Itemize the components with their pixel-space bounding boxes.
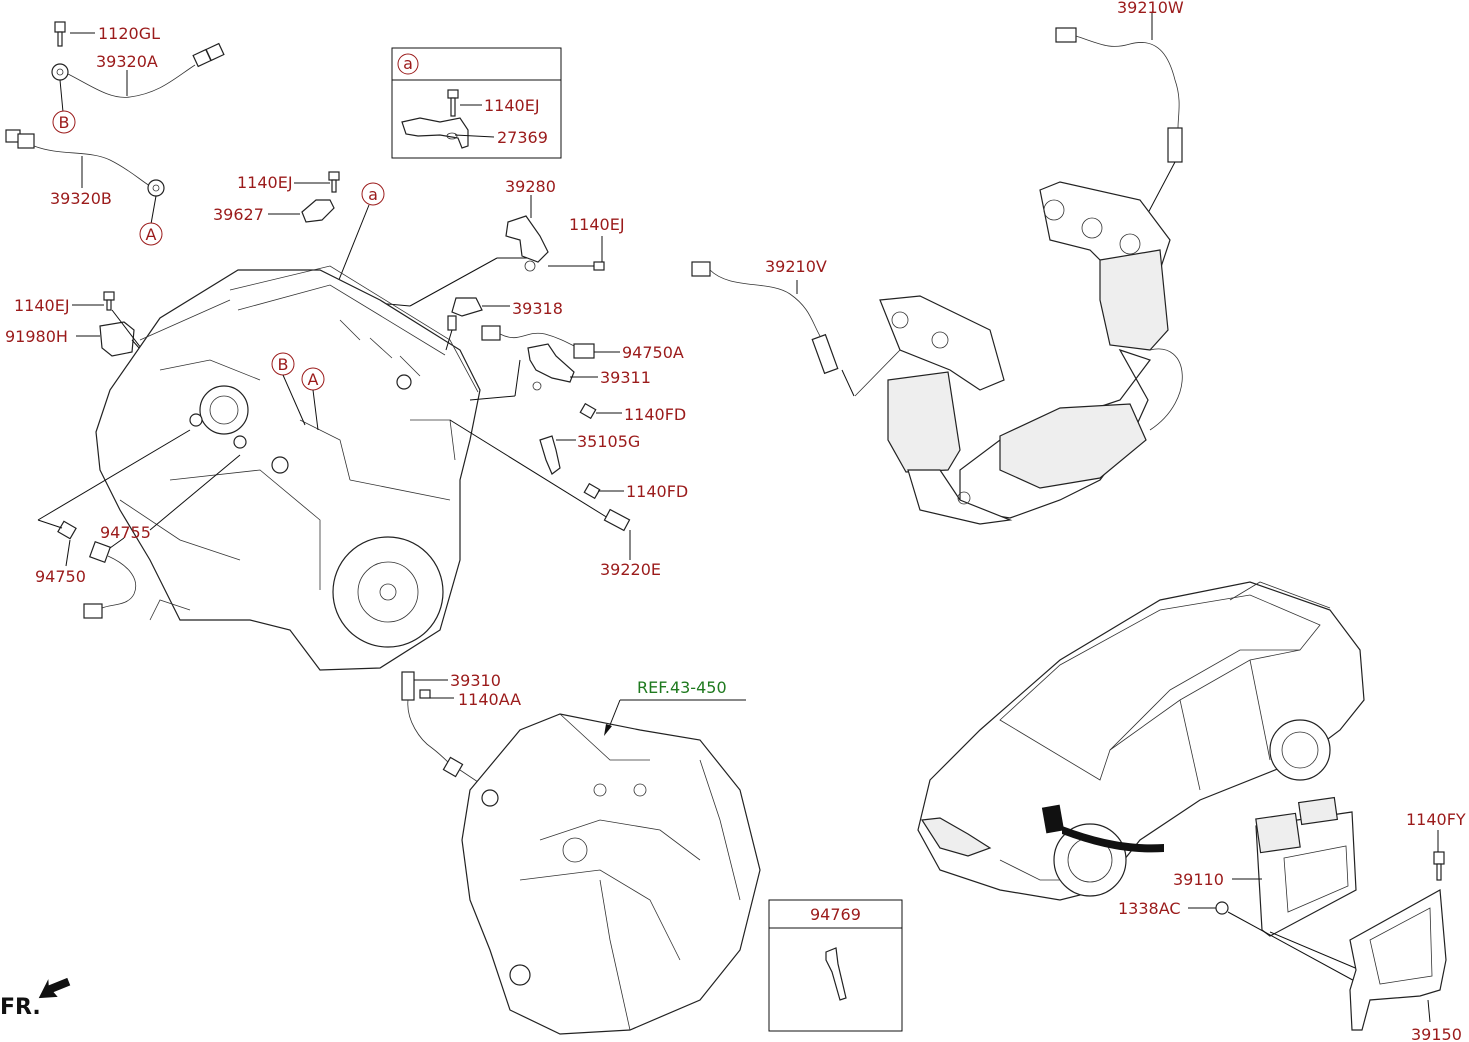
label-39150: 39150 [1411, 1025, 1462, 1042]
ecu-39110 [1232, 796, 1357, 937]
label-1140FD-a: 1140FD [624, 405, 686, 424]
bracket-39627 [268, 171, 340, 223]
clip-35105G [539, 435, 576, 475]
callout-A-letter: A [146, 225, 157, 244]
bracket-39280 [344, 195, 605, 307]
label-94750: 94750 [35, 567, 86, 586]
bracket-39150 [1349, 830, 1447, 1031]
label-1140EJ-box: 1140EJ [484, 96, 540, 115]
transmission [461, 699, 761, 1035]
callout-B-letter: B [59, 113, 70, 132]
o2-sensor-39210V [691, 261, 855, 397]
callout-A: A [139, 222, 163, 246]
front-direction-icon [38, 977, 71, 999]
label-94755: 94755 [100, 523, 151, 542]
sensor-39220E [449, 419, 631, 560]
label-ref-43-450: REF.43-450 [637, 678, 727, 697]
label-1120GL: 1120GL [98, 24, 160, 43]
callout-B-engine-letter: B [278, 355, 289, 374]
sensor-94750 [37, 429, 191, 567]
label-1140EJ-39627: 1140EJ [237, 173, 293, 192]
bracket-39311 [469, 343, 598, 401]
label-39110: 39110 [1173, 870, 1224, 889]
nut-1338AC [1188, 901, 1361, 985]
detail-box-94769 [768, 899, 903, 1032]
callout-A-engine-letter: A [308, 370, 319, 389]
label-39320A: 39320A [96, 52, 158, 71]
label-1140EJ-91980H: 1140EJ [14, 296, 70, 315]
label-1140EJ-39280: 1140EJ [569, 215, 625, 234]
label-94769: 94769 [810, 905, 861, 924]
harness-94755 [83, 454, 241, 619]
label-39320B: 39320B [50, 189, 112, 208]
knock-sensor-39320B [5, 129, 165, 225]
label-39210V: 39210V [765, 257, 827, 276]
label-35105G: 35105G [577, 432, 640, 451]
label-39311: 39311 [600, 368, 651, 387]
label-1140FD-b: 1140FD [626, 482, 688, 501]
callout-B: B [52, 110, 76, 134]
callout-a-box-letter: a [403, 54, 413, 73]
bolt-1140FD-a [579, 402, 622, 420]
callout-a-engine-letter: a [368, 185, 378, 204]
callout-B-engine: B [271, 352, 306, 426]
label-91980H: 91980H [5, 327, 68, 346]
exhaust-manifold [854, 181, 1183, 525]
callout-A-engine: A [301, 367, 325, 431]
detail-box-a: a [391, 47, 562, 159]
label-94750A: 94750A [622, 343, 684, 362]
label-39627: 39627 [213, 205, 264, 224]
label-39210W: 39210W [1117, 0, 1184, 17]
label-1140FY: 1140FY [1406, 810, 1466, 829]
label-1140AA: 1140AA [458, 690, 521, 709]
label-39220E: 39220E [600, 560, 661, 579]
label-27369: 27369 [497, 128, 548, 147]
sensor-39310 [401, 671, 491, 791]
cam-sensor-39318 [445, 297, 510, 351]
engine-block [95, 265, 481, 671]
harness-94750A [481, 325, 620, 359]
knock-sensor-39320A [51, 21, 225, 113]
label-1338AC: 1338AC [1118, 899, 1181, 918]
bolt-1140FD-b [583, 482, 624, 500]
label-39280: 39280 [505, 177, 556, 196]
front-direction-label: FR. [0, 995, 41, 1020]
car-illustration [917, 581, 1365, 901]
label-39318: 39318 [512, 299, 563, 318]
label-39310: 39310 [450, 671, 501, 690]
